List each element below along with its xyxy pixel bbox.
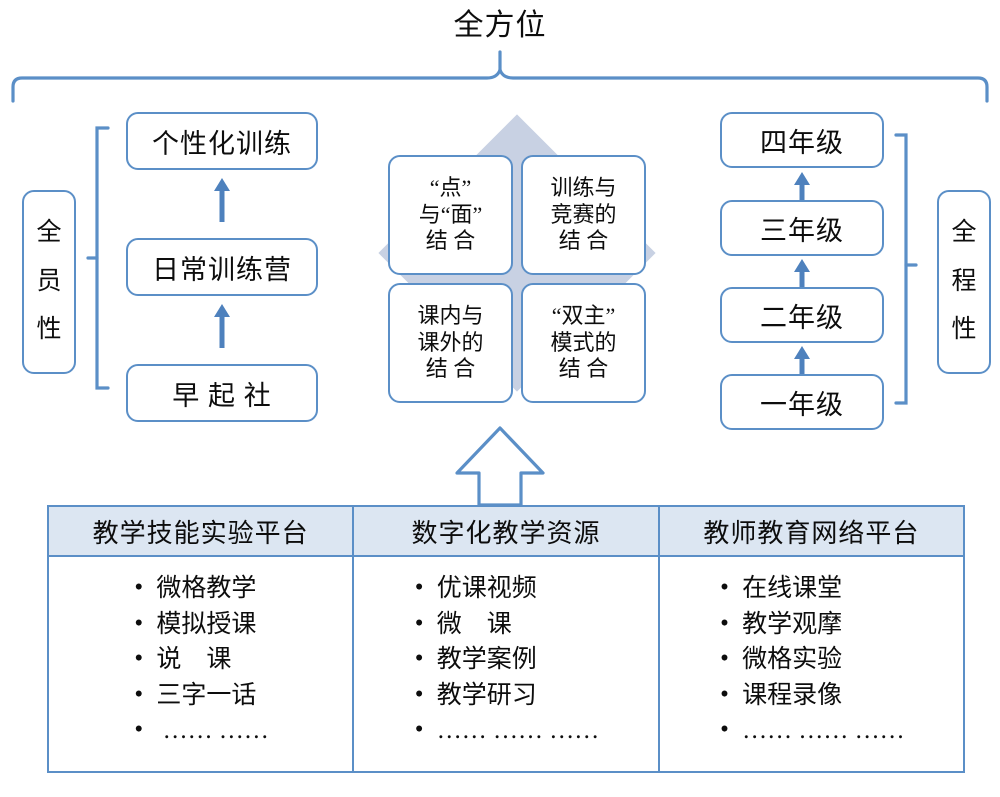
left-axis-char-2: 性 — [36, 316, 62, 344]
platform-column-1: 数字化教学资源 优课视频 微 课 教学案例 教学研习 …… …… …… — [352, 507, 658, 771]
right-axis-char-1: 程 — [951, 267, 977, 295]
node-center-0-line-2: 结 合 — [425, 228, 476, 254]
node-center-0-line-0: “点” — [429, 174, 472, 200]
node-left-0[interactable]: 个性化训练 — [126, 112, 318, 170]
list-item: 微格实验 — [718, 641, 905, 678]
page-title: 全方位 — [453, 9, 547, 42]
list-item: …… …… — [132, 712, 269, 749]
node-center-3-line-0: “双主” — [551, 302, 616, 328]
platform-column-2-list: 在线课堂 教学观摩 微格实验 课程录像 …… …… …… — [718, 570, 905, 771]
node-center-1-line-2: 结 合 — [558, 228, 609, 254]
list-item: …… …… …… — [718, 712, 905, 749]
node-center-1-line-1: 竞赛的 — [550, 201, 617, 227]
platform-table: 教学技能实验平台 微格教学 模拟授课 说 课 三字一话 …… …… 数字化教学资… — [47, 505, 965, 773]
node-center-3-line-1: 模式的 — [550, 329, 617, 355]
list-item: 说 课 — [132, 641, 269, 678]
node-right-1[interactable]: 三年级 — [720, 200, 884, 256]
node-left-1[interactable]: 日常训练营 — [126, 238, 318, 296]
node-center-1-line-0: 训练与 — [550, 174, 617, 200]
platform-column-1-body: 优课视频 微 课 教学案例 教学研习 …… …… …… — [354, 557, 657, 771]
left-axis-label: 全 员 性 — [22, 190, 76, 374]
node-center-2-line-0: 课内与 — [417, 302, 484, 328]
platform-column-1-header: 数字化教学资源 — [354, 507, 658, 557]
right-axis-char-2: 性 — [951, 316, 977, 344]
right-axis-char-0: 全 — [951, 219, 977, 247]
left-axis-char-0: 全 — [36, 219, 62, 247]
node-center-2-line-2: 结 合 — [425, 356, 476, 382]
upward-block-arrow — [455, 426, 545, 507]
platform-column-0-body: 微格教学 模拟授课 说 课 三字一话 …… …… — [49, 557, 352, 771]
platform-column-2: 教师教育网络平台 在线课堂 教学观摩 微格实验 课程录像 …… …… …… — [657, 507, 963, 771]
node-right-2[interactable]: 二年级 — [720, 287, 884, 343]
list-item: 在线课堂 — [718, 570, 905, 607]
node-left-2[interactable]: 早 起 社 — [126, 364, 318, 422]
platform-column-2-header: 教师教育网络平台 — [659, 507, 963, 557]
left-axis-char-1: 员 — [36, 267, 62, 295]
list-item: …… …… …… — [413, 712, 600, 749]
platform-column-1-list: 优课视频 微 课 教学案例 教学研习 …… …… …… — [413, 570, 600, 771]
list-item: 模拟授课 — [132, 606, 269, 643]
node-center-3[interactable]: “双主” 模式的 结 合 — [521, 283, 646, 403]
node-center-3-line-2: 结 合 — [558, 356, 609, 382]
node-center-0-line-1: 与“面” — [418, 201, 483, 227]
platform-column-0: 教学技能实验平台 微格教学 模拟授课 说 课 三字一话 …… …… — [49, 507, 353, 771]
platform-column-0-list: 微格教学 模拟授课 说 课 三字一话 …… …… — [132, 570, 269, 771]
list-item: 教学研习 — [413, 677, 600, 714]
node-center-1[interactable]: 训练与 竞赛的 结 合 — [521, 155, 646, 275]
right-axis-label: 全 程 性 — [937, 190, 991, 374]
node-center-2[interactable]: 课内与 课外的 结 合 — [388, 283, 513, 403]
node-center-2-line-1: 课外的 — [417, 329, 484, 355]
list-item: 课程录像 — [718, 677, 905, 714]
node-right-3[interactable]: 一年级 — [720, 374, 884, 430]
list-item: 三字一话 — [132, 677, 269, 714]
list-item: 微 课 — [413, 606, 600, 643]
node-center-0[interactable]: “点” 与“面” 结 合 — [388, 155, 513, 275]
list-item: 教学案例 — [413, 641, 600, 678]
platform-column-0-header: 教学技能实验平台 — [49, 507, 353, 557]
platform-column-2-body: 在线课堂 教学观摩 微格实验 课程录像 …… …… …… — [660, 557, 963, 771]
node-right-0[interactable]: 四年级 — [720, 112, 884, 168]
list-item: 教学观摩 — [718, 606, 905, 643]
list-item: 微格教学 — [132, 570, 269, 607]
list-item: 优课视频 — [413, 570, 600, 607]
